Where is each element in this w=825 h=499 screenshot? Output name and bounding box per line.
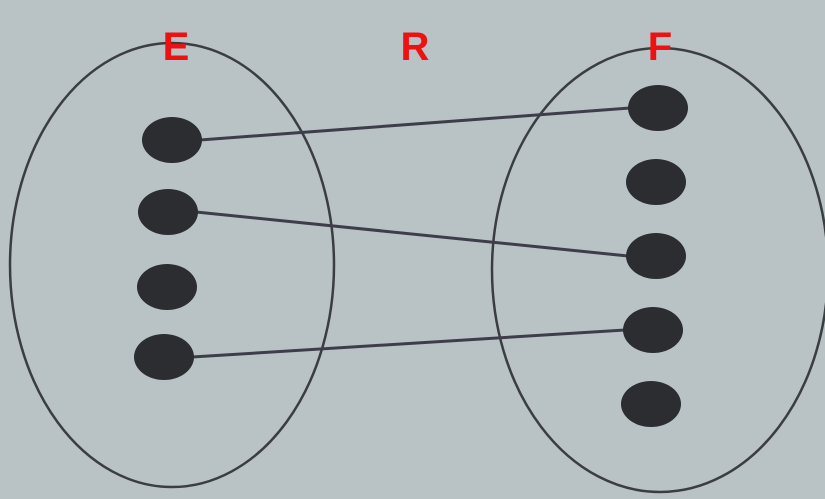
set-f-elements <box>621 85 688 427</box>
set-e-element-3 <box>137 264 197 310</box>
set-f-element-5 <box>621 381 681 427</box>
relation-line-3 <box>191 328 626 359</box>
set-e-label: E <box>163 25 190 69</box>
set-f-element-3 <box>626 233 686 279</box>
set-f-ellipse <box>490 46 825 494</box>
set-f-element-1 <box>628 85 688 131</box>
relation-label: R <box>401 25 430 69</box>
set-e-element-2 <box>138 189 198 235</box>
set-f-element-2 <box>626 159 686 205</box>
set-e-ellipse <box>8 41 336 489</box>
set-f-label: F <box>648 25 672 69</box>
relation-line-2 <box>195 210 629 258</box>
set-e-elements <box>134 117 202 380</box>
relation-line-1 <box>199 106 631 142</box>
set-e-element-4 <box>134 334 194 380</box>
relation-lines <box>191 106 631 359</box>
set-e-element-1 <box>142 117 202 163</box>
set-f-element-4 <box>623 307 683 353</box>
